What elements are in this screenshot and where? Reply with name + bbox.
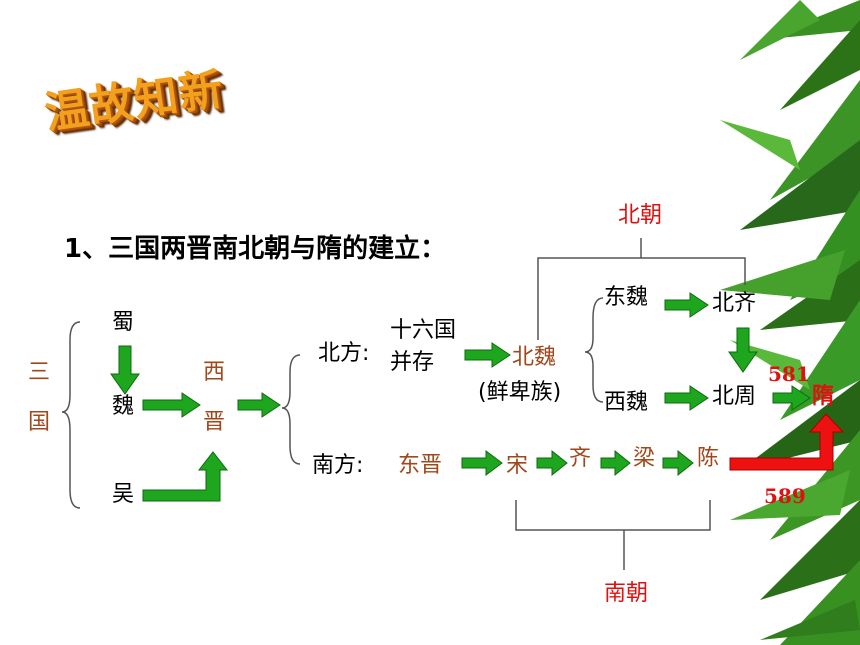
coexist: 并存 (390, 350, 435, 375)
arrow-song-qi (536, 449, 568, 477)
arrow-chen-sui (729, 413, 845, 471)
arrow-liang-chen (662, 449, 694, 477)
south-label: 南方: (312, 453, 364, 478)
arrow-zhou-sui (772, 385, 811, 411)
northern-wei: 北魏 (512, 345, 557, 370)
sui-label: 隋 (812, 384, 835, 409)
kingdom-shu: 蜀 (112, 310, 135, 335)
arrow-jin-song (461, 450, 503, 476)
chen: 陈 (697, 446, 720, 471)
western-jin-char-2: 晋 (203, 410, 226, 435)
north-south-brace (281, 354, 301, 465)
southern-dynasties-bracket (515, 500, 711, 531)
western-wei: 西魏 (604, 390, 649, 415)
three-kingdoms-label-2: 国 (28, 410, 51, 435)
arrow-shu-wei (110, 345, 140, 395)
song: 宋 (506, 453, 529, 478)
arrow-east-qi (664, 292, 709, 318)
qi: 齐 (569, 446, 592, 471)
year-581: 581 (768, 362, 810, 386)
eastern-wei: 东魏 (604, 285, 649, 310)
three-kingdoms-brace (61, 321, 81, 509)
arrow-jin-brace (237, 392, 281, 418)
southern-dynasties-label: 南朝 (604, 581, 649, 606)
arrow-wei-jin (142, 392, 201, 418)
year-589: 589 (764, 484, 806, 508)
northern-qi: 北齐 (712, 291, 757, 316)
wei-split-brace (584, 297, 604, 403)
three-kingdoms-label-1: 三 (28, 360, 51, 385)
arrow-wu-jin (142, 451, 229, 502)
sixteen-kingdoms: 十六国 (390, 318, 457, 343)
eastern-jin: 东晋 (398, 453, 443, 478)
arrow-west-zhou (664, 385, 709, 411)
north-label: 北方: (318, 341, 370, 366)
xianbei: (鲜卑族) (478, 380, 562, 405)
arrow-qi-zhou (728, 327, 758, 373)
liang: 梁 (633, 446, 656, 471)
western-jin-char-1: 西 (203, 360, 226, 385)
heading: 1、三国两晋南北朝与隋的建立： (64, 234, 447, 264)
arrow-qi-liang (600, 449, 631, 477)
northern-zhou: 北周 (712, 384, 757, 409)
kingdom-wu: 吴 (112, 482, 135, 507)
kingdom-wei: 魏 (112, 394, 135, 419)
arrow-sixteen-wei (464, 342, 511, 368)
northern-dynasties-label: 北朝 (618, 203, 663, 228)
